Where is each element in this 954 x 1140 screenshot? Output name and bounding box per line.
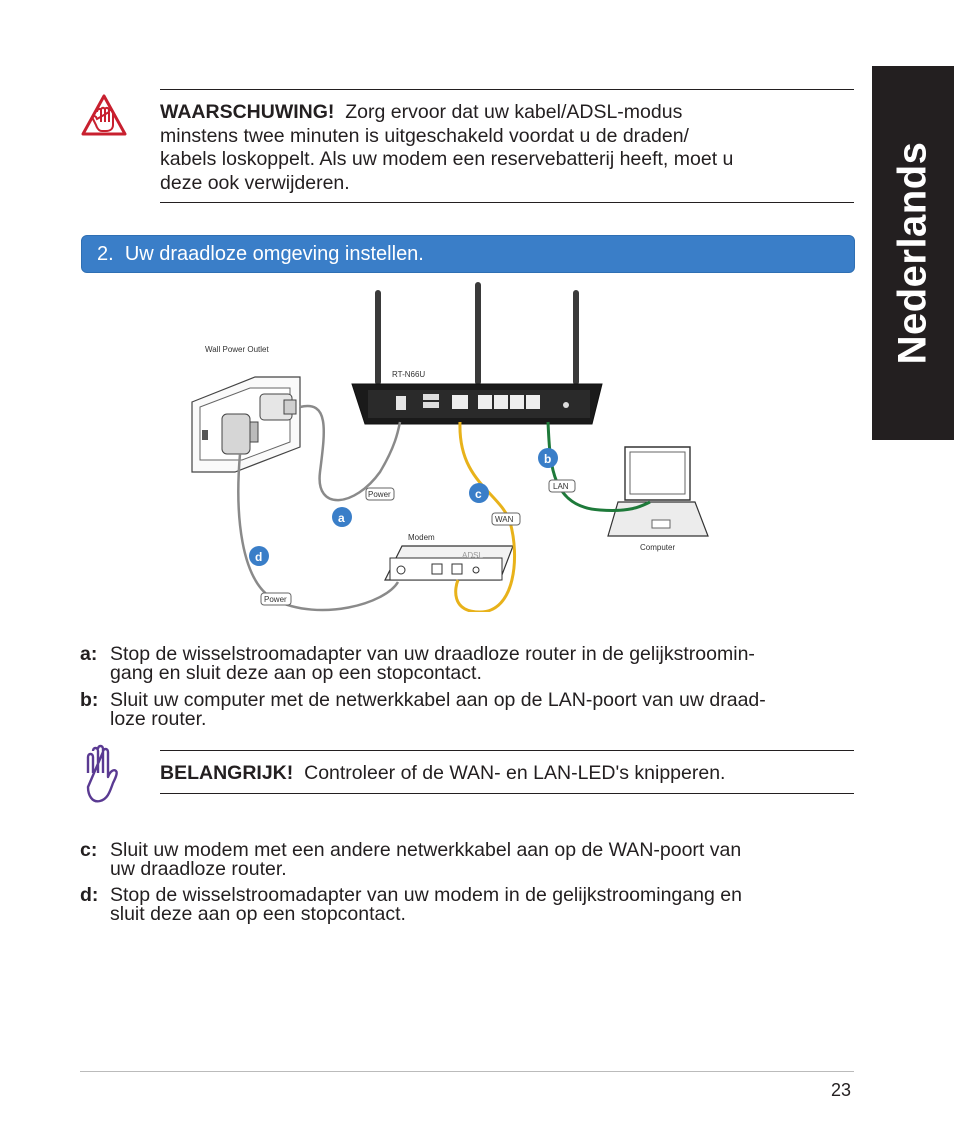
step-d-label: d: bbox=[80, 884, 99, 906]
marker-d-label: d bbox=[255, 550, 262, 564]
section-heading: 2. Uw draadloze omgeving instellen. bbox=[97, 236, 424, 272]
section-title: Uw draadloze omgeving instellen. bbox=[124, 243, 424, 265]
warning-title: WAARSCHUWING! bbox=[160, 101, 335, 123]
step-b-label: b: bbox=[80, 689, 99, 711]
wall-outlet-label: Wall Power Outlet bbox=[205, 345, 270, 354]
power-tag-d: Power bbox=[260, 592, 292, 606]
important-top-rule bbox=[160, 750, 854, 751]
wan-tag-label: WAN bbox=[495, 515, 514, 524]
lan-tag: LAN bbox=[548, 479, 576, 493]
marker-a-label: a bbox=[338, 511, 345, 525]
warning-text: WAARSCHUWING! Zorg ervoor dat uw kabel/A… bbox=[160, 101, 850, 195]
step-a: a: Stop de wisselstroomadapter van uw dr… bbox=[80, 643, 860, 684]
important-bottom-rule bbox=[160, 793, 854, 794]
step-b: b: Sluit uw computer met de netwerkkabel… bbox=[80, 689, 860, 730]
lan-tag-label: LAN bbox=[553, 482, 569, 491]
important-body: Controleer of de WAN- en LAN-LED's knipp… bbox=[304, 762, 726, 784]
step-c: c: Sluit uw modem met een andere netwerk… bbox=[80, 839, 860, 880]
step-a-line-2: gang en sluit deze aan op een stopcontac… bbox=[110, 662, 482, 684]
step-c-line-2: uw draadloze router. bbox=[110, 858, 287, 880]
warning-line-4: deze ook verwijderen. bbox=[160, 171, 350, 194]
step-b-line-1: Sluit uw computer met de netwerkkabel aa… bbox=[110, 689, 766, 711]
network-diagram: Wall Power Outlet RT-N66U Modem ADSL bbox=[191, 282, 709, 612]
router-power-adapter bbox=[259, 393, 297, 421]
warning-line-3: kabels loskoppelt. Als uw modem een rese… bbox=[160, 148, 734, 170]
modem bbox=[384, 545, 514, 581]
router-power-cable bbox=[299, 404, 402, 502]
step-c-line-1: Sluit uw modem met een andere netwerkkab… bbox=[110, 839, 742, 861]
power-tag-d-label: Power bbox=[264, 595, 287, 604]
wan-tag: WAN bbox=[491, 512, 521, 526]
modem-power-cable bbox=[237, 453, 400, 612]
warning-top-rule bbox=[160, 89, 854, 90]
marker-c-label: c bbox=[475, 487, 482, 501]
hand-icon bbox=[86, 744, 118, 803]
warning-icon bbox=[81, 94, 127, 136]
page-number: 23 bbox=[831, 1080, 852, 1100]
antenna-middle bbox=[475, 282, 481, 385]
modem-label: Modem bbox=[408, 533, 435, 542]
language-tab: Nederlands bbox=[872, 66, 954, 440]
step-c-label: c: bbox=[80, 839, 98, 861]
marker-b: b bbox=[538, 448, 558, 468]
router bbox=[351, 383, 603, 425]
marker-c: c bbox=[469, 483, 489, 503]
important-text: BELANGRIJK! Controleer of de WAN- en LAN… bbox=[160, 762, 850, 786]
power-tag-a-label: Power bbox=[368, 490, 391, 499]
step-b-line-2: loze router. bbox=[110, 708, 207, 730]
step-a-line-1: Stop de wisselstroomadapter van uw draad… bbox=[110, 643, 755, 665]
language-tab-label: Nederlands bbox=[890, 141, 935, 365]
step-a-label: a: bbox=[80, 643, 98, 665]
marker-a: a bbox=[332, 507, 352, 527]
computer-label: Computer bbox=[640, 543, 675, 552]
antenna-right bbox=[573, 290, 579, 385]
router-model-label: RT-N66U bbox=[392, 370, 425, 379]
marker-d: d bbox=[249, 546, 269, 566]
power-tag-a: Power bbox=[365, 487, 395, 501]
marker-b-label: b bbox=[544, 452, 551, 466]
warning-line-1: Zorg ervoor dat uw kabel/ADSL-modus bbox=[345, 101, 683, 123]
computer bbox=[607, 446, 709, 537]
step-d-line-2: sluit deze aan op een stopcontact. bbox=[110, 903, 406, 925]
section-number: 2. bbox=[97, 243, 114, 265]
warning-line-2: minstens twee minuten is uitgeschakeld v… bbox=[160, 124, 689, 147]
wan-cable bbox=[454, 421, 516, 612]
footer-rule bbox=[80, 1071, 854, 1072]
step-d-line-1: Stop de wisselstroomadapter van uw modem… bbox=[110, 884, 742, 906]
section-header: 2. Uw draadloze omgeving instellen. bbox=[81, 235, 855, 273]
antenna-left bbox=[375, 290, 381, 385]
modem-brand: ADSL bbox=[462, 551, 483, 560]
step-d: d: Stop de wisselstroomadapter van uw mo… bbox=[80, 884, 860, 925]
warning-bottom-rule bbox=[160, 202, 854, 203]
modem-power-adapter bbox=[221, 413, 259, 455]
important-title: BELANGRIJK! bbox=[160, 762, 294, 784]
